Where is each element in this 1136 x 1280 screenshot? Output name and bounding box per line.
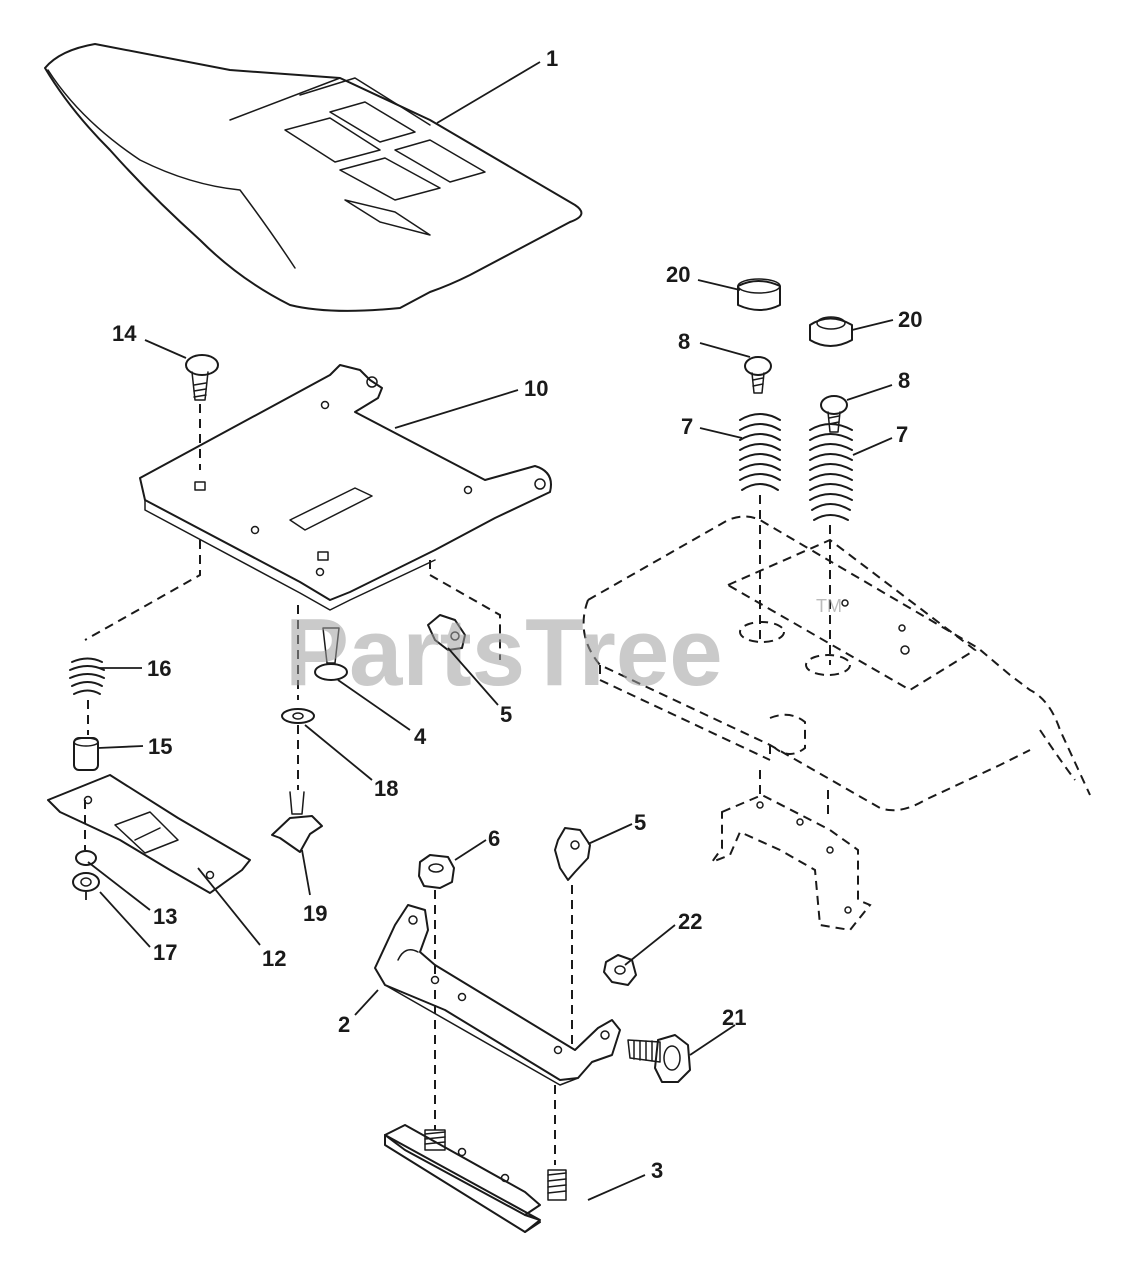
callout-21: 21 (722, 1005, 746, 1030)
callout-22: 22 (678, 909, 702, 934)
watermark-text: PartsTree (285, 599, 723, 706)
callout-18: 18 (374, 776, 398, 801)
leader-lines (87, 61, 894, 1201)
callout-numbers: 1 10 14 16 15 13 17 12 4 18 19 5 6 5 2 2… (112, 46, 922, 1183)
left-spring-stack (69, 657, 105, 771)
callout-2: 2 (338, 1012, 350, 1037)
watermark-trademark: TM (816, 596, 842, 616)
callout-16: 16 (147, 656, 171, 681)
clip-upper (427, 614, 466, 651)
callout-17: 17 (153, 940, 177, 965)
callout-20-left: 20 (666, 262, 690, 287)
callout-8-left: 8 (678, 329, 690, 354)
callout-6: 6 (488, 826, 500, 851)
seat (44, 43, 583, 312)
callout-8-right: 8 (898, 368, 910, 393)
carriage-bolt (185, 354, 219, 470)
callout-20-right: 20 (898, 307, 922, 332)
center-fasteners (271, 605, 348, 853)
callout-19: 19 (303, 901, 327, 926)
seat-pan (84, 364, 552, 660)
callout-7-right: 7 (896, 422, 908, 447)
bracket-2 (374, 904, 621, 1086)
callout-1: 1 (546, 46, 558, 71)
callout-4: 4 (414, 724, 427, 749)
callout-3: 3 (651, 1158, 663, 1183)
right-spring-assembly (737, 278, 853, 665)
callout-7-left: 7 (681, 414, 693, 439)
callout-13: 13 (153, 904, 177, 929)
callout-15: 15 (148, 734, 172, 759)
fender-frame (582, 515, 1091, 932)
callout-10: 10 (524, 376, 548, 401)
callout-5-lower: 5 (634, 810, 646, 835)
callout-5-upper: 5 (500, 702, 512, 727)
lower-fasteners (418, 827, 691, 1165)
plate-3 (384, 1124, 567, 1233)
callout-14: 14 (112, 321, 137, 346)
bracket-12 (47, 774, 251, 900)
callout-12: 12 (262, 946, 286, 971)
